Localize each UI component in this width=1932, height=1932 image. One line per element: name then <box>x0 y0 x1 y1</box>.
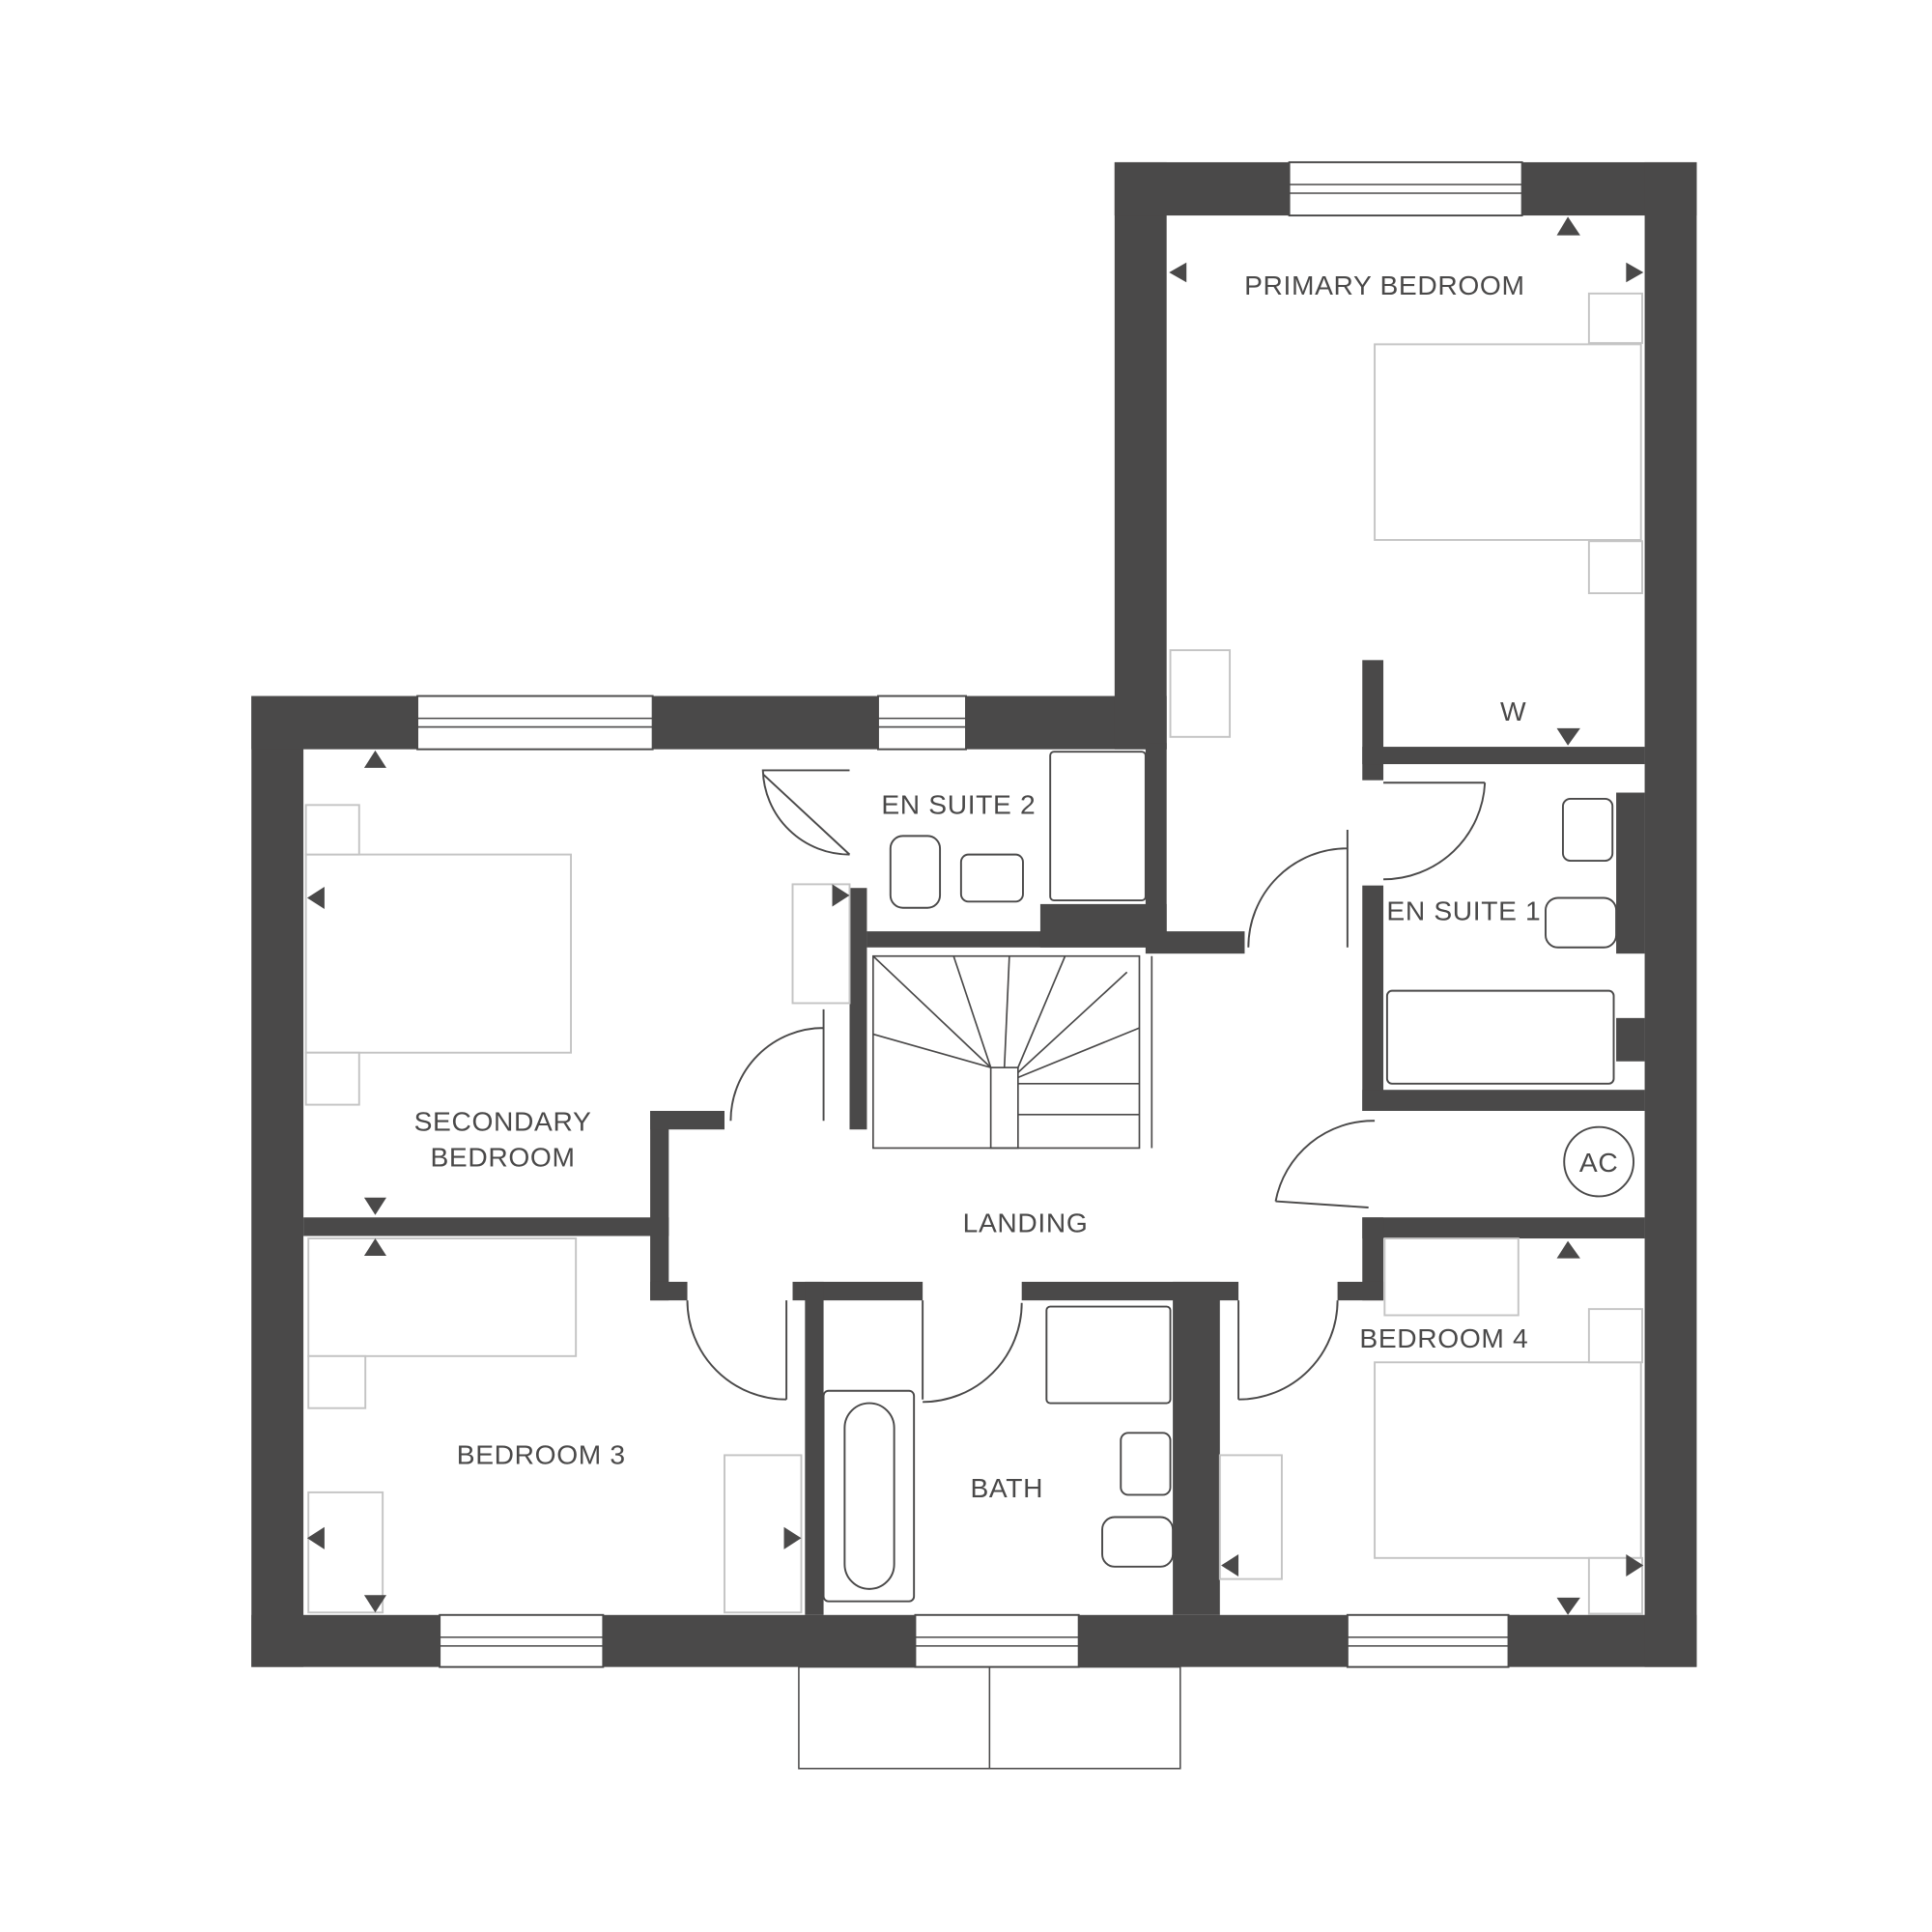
door-bath <box>922 1300 1023 1404</box>
toilet-en-suite-1 <box>1545 896 1618 949</box>
bath-en-suite-1 <box>1385 989 1615 1085</box>
label-secondary-bedroom-1: SECONDARY <box>414 1106 592 1137</box>
bathtub-inner <box>843 1402 895 1590</box>
door-bedroom-4 <box>1237 1300 1339 1401</box>
desk-secondary <box>791 883 851 1005</box>
door-en-suite-1 <box>1383 781 1487 881</box>
door-secondary <box>729 1009 825 1122</box>
window-bedroom-4 <box>1346 1613 1510 1668</box>
basin-en-suite-1 <box>1561 797 1614 862</box>
label-bath: BATH <box>970 1472 1043 1503</box>
dimension-arrows <box>306 216 1644 1615</box>
doors[interactable] <box>686 769 1487 1404</box>
label-airing-cupboard: AC <box>1579 1147 1618 1178</box>
interior-walls <box>303 660 1645 1615</box>
label-bedroom-3: BEDROOM 3 <box>457 1438 626 1469</box>
basin-en-suite-2 <box>959 853 1024 903</box>
fixtures <box>822 751 1634 1603</box>
label-en-suite-2: EN SUITE 2 <box>881 788 1036 819</box>
door-ac <box>1274 1120 1376 1208</box>
basin-bath <box>1120 1432 1172 1496</box>
label-wardrobe: W <box>1500 696 1526 726</box>
toilet-bath <box>1101 1516 1175 1568</box>
door-primary <box>1247 829 1349 948</box>
furniture <box>304 292 1643 1615</box>
bed-bedroom-4 <box>1374 1361 1642 1559</box>
desk-bedroom-4b <box>1383 1237 1520 1317</box>
toilet-en-suite-2 <box>889 835 942 909</box>
label-landing: LANDING <box>963 1208 1089 1238</box>
label-en-suite-1: EN SUITE 1 <box>1386 895 1541 926</box>
window-en-suite-2 <box>877 695 967 751</box>
porch-canopy <box>798 1665 1181 1770</box>
desk-bedroom-4 <box>1218 1454 1283 1580</box>
label-bedroom-4: BEDROOM 4 <box>1359 1322 1528 1353</box>
door-en-suite-2 <box>761 769 851 856</box>
window-secondary <box>416 695 654 751</box>
desk-bedroom-3b <box>307 1491 384 1614</box>
window-bath <box>914 1613 1080 1668</box>
door-bedroom-3 <box>686 1300 788 1401</box>
bed-secondary <box>304 853 572 1054</box>
windows <box>416 160 1523 1668</box>
staircase <box>872 954 1153 1150</box>
bed-primary <box>1374 343 1642 541</box>
room-labels: PRIMARY BEDROOM W EN SUITE 2 EN SUITE 1 … <box>414 270 1618 1503</box>
ac-cylinder <box>1563 1125 1634 1198</box>
shower-en-suite-2 <box>1049 751 1147 902</box>
window-bedroom-3 <box>439 1613 605 1668</box>
window-primary <box>1288 160 1523 217</box>
bed-bedroom-3 <box>307 1237 578 1357</box>
desk-primary <box>1169 649 1232 738</box>
label-secondary-bedroom-2: BEDROOM <box>430 1142 575 1173</box>
shower-bath <box>1045 1305 1172 1405</box>
label-primary-bedroom: PRIMARY BEDROOM <box>1244 270 1525 300</box>
